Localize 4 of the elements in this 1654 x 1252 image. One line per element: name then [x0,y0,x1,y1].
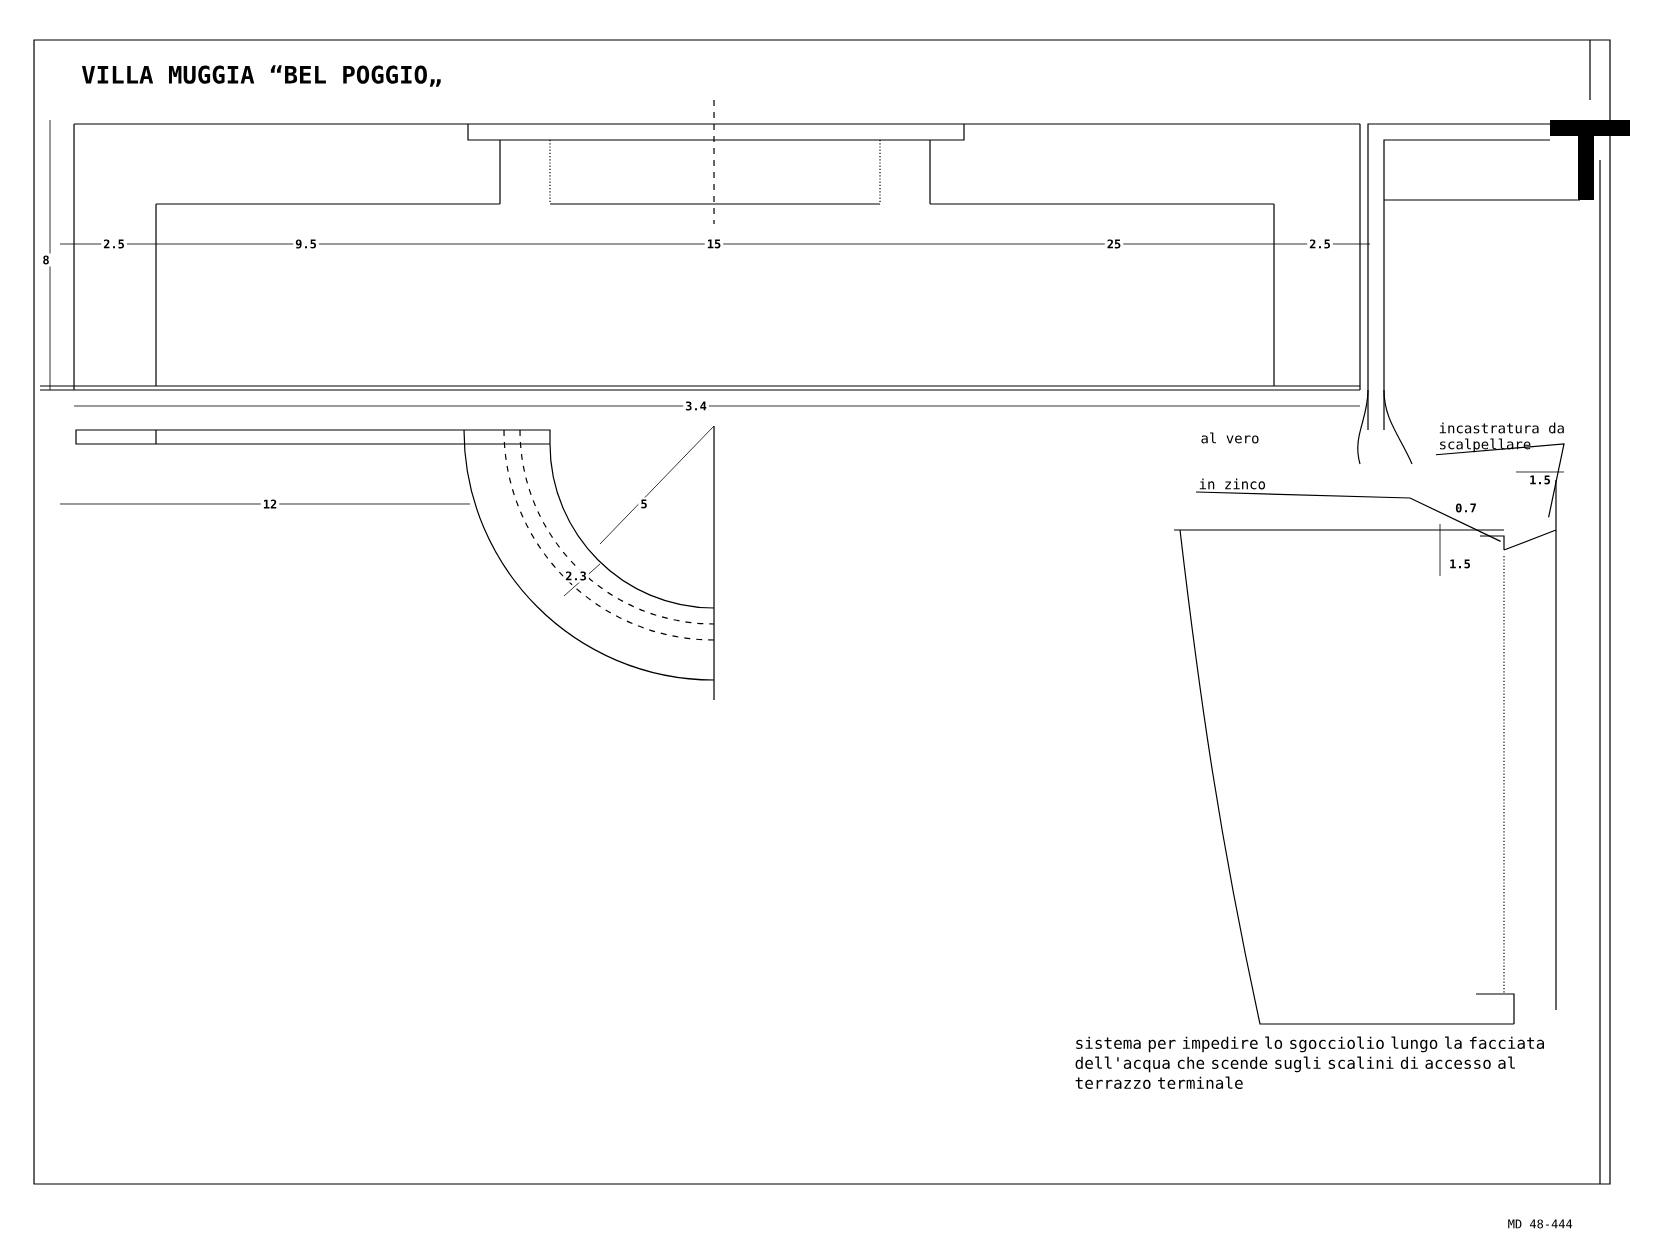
title: VILLA MUGGIA “BEL POGGIO„ [81,65,441,87]
wall-detail-drawing [1173,479,1557,1025]
leader-line [1195,491,1502,542]
leader-line [1435,443,1565,518]
